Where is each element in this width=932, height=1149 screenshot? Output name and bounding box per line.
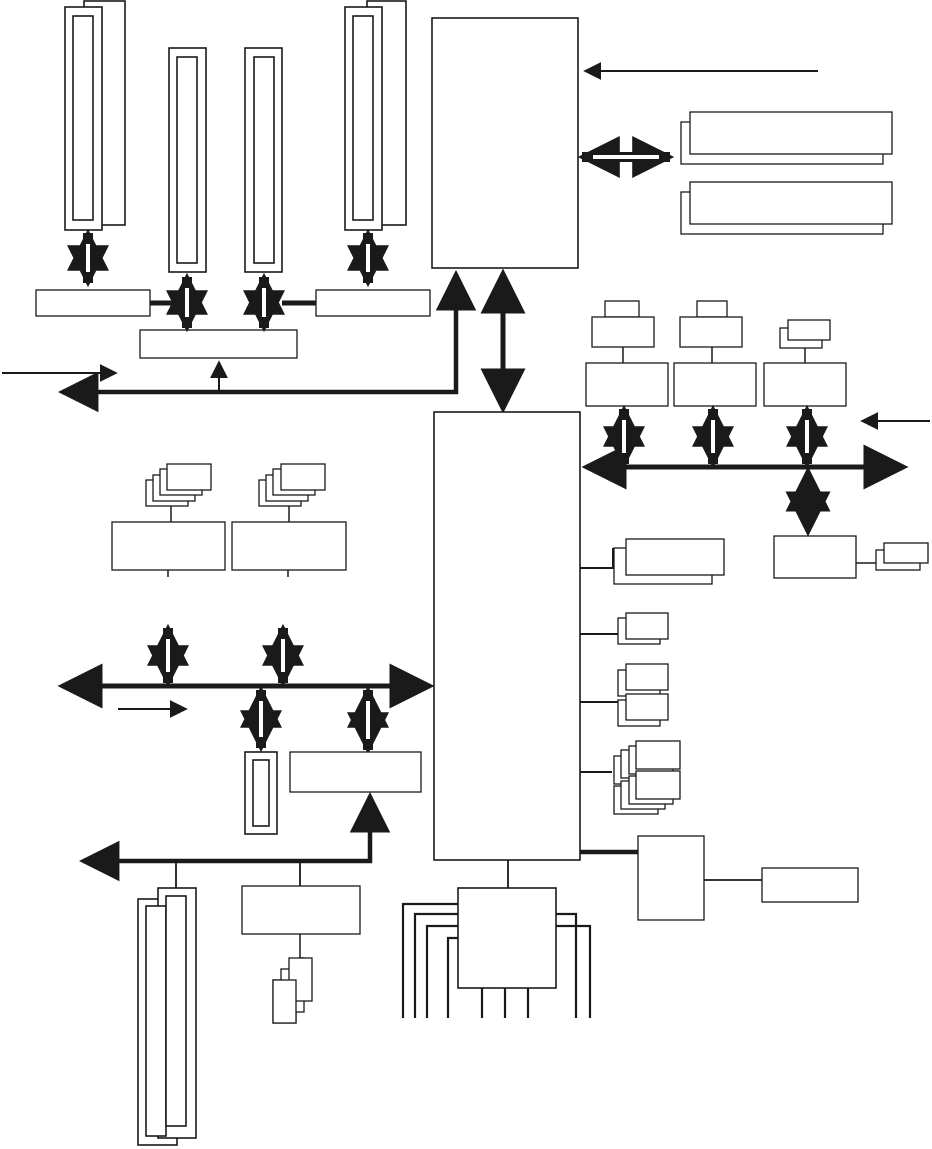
link-peripheral-1 (580, 548, 614, 569)
peripheral-3 (617, 663, 669, 727)
controller-left-b (231, 463, 347, 577)
controller-2 (673, 300, 757, 407)
memory-module-1 (680, 111, 893, 165)
north-chip (431, 17, 579, 269)
bottom-slot (137, 887, 197, 1146)
left-slot-3 (244, 47, 283, 273)
controller-3 (763, 319, 847, 407)
device-right (761, 867, 859, 903)
peripheral-1 (613, 538, 725, 585)
bus-bottom-left (78, 791, 391, 882)
left-slot-4 (344, 0, 407, 231)
peripheral-2 (617, 612, 669, 645)
left-slot-1 (64, 0, 126, 231)
switch-right (315, 289, 431, 317)
south-chip (433, 411, 581, 861)
switch-center (139, 329, 298, 359)
memory-module-2 (680, 181, 893, 235)
peripheral-4 (613, 740, 681, 815)
bus-north (57, 269, 477, 413)
controller-4 (773, 535, 929, 579)
controller-left-a (111, 463, 226, 577)
hub-lines (401, 902, 592, 1018)
controller-5 (637, 835, 705, 921)
io-controller (241, 885, 361, 1024)
small-slot (244, 751, 278, 835)
switch-left (35, 289, 151, 317)
hub-chip (457, 887, 557, 989)
bridge-chip (289, 751, 422, 793)
left-slot-2 (168, 47, 207, 273)
controller-1 (585, 300, 669, 407)
